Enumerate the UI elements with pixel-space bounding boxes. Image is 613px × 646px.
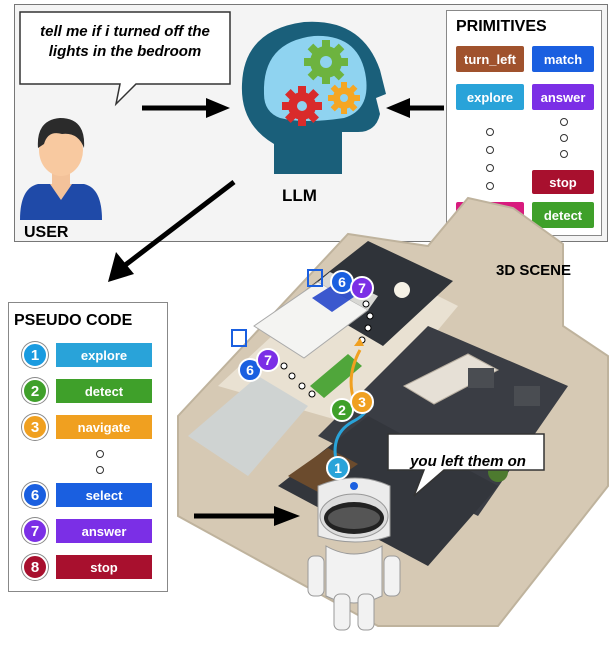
ellipsis-dot: [486, 146, 494, 154]
ellipsis-dot: [560, 134, 568, 142]
step-navigate: navigate: [56, 415, 152, 439]
ellipsis-dot: [560, 150, 568, 158]
primitive-stop: stop: [532, 170, 594, 194]
user-speech-bubble: [19, 11, 231, 107]
llm-brain-icon: [241, 21, 386, 174]
step-number: 6: [22, 482, 48, 508]
llm-label: LLM: [282, 186, 317, 205]
ellipsis-dot: [486, 128, 494, 136]
step-select: select: [56, 483, 152, 507]
user-avatar-icon: [20, 118, 102, 220]
ellipsis-dot: [486, 164, 494, 172]
3d-scene-view: [177, 196, 609, 631]
primitives-title: PRIMITIVES: [456, 18, 547, 35]
step-explore: explore: [56, 343, 152, 367]
primitive-match: match: [532, 46, 594, 72]
primitive-detect: detect: [532, 202, 594, 228]
scene-marker-3: 3: [350, 390, 374, 414]
primitive-turn-left: turn_left: [456, 46, 524, 72]
robot-speech-text: you left them on: [410, 453, 526, 470]
step-number: 1: [22, 342, 48, 368]
step-stop: stop: [56, 555, 152, 579]
ellipsis-dot: [96, 450, 104, 458]
scene-marker-7: 7: [256, 348, 280, 372]
arrow-to-robot: [194, 506, 300, 526]
arrow-primitives-to-llm: [386, 98, 444, 118]
user-label: USER: [24, 224, 69, 241]
scene-label: 3D SCENE: [496, 262, 572, 279]
user-speech-text: tell me if i turned off the lights in th…: [40, 23, 210, 60]
ellipsis-dot: [486, 182, 494, 190]
step-answer: answer: [56, 519, 152, 543]
scene-marker-1: 1: [326, 456, 350, 480]
step-detect: detect: [56, 379, 152, 403]
step-number: 2: [22, 378, 48, 404]
arrow-user-to-llm: [142, 98, 230, 118]
ellipsis-dot: [96, 466, 104, 474]
step-number: 7: [22, 518, 48, 544]
primitive-answer: answer: [532, 84, 594, 110]
ellipsis-dot: [560, 118, 568, 126]
step-number: 3: [22, 414, 48, 440]
pseudo-code-title: PSEUDO CODE: [14, 312, 133, 329]
primitive-explore: explore: [456, 84, 524, 110]
step-number: 8: [22, 554, 48, 580]
arrow-llm-to-pseudocode: [108, 180, 236, 282]
scene-marker-7-bedroom: 7: [350, 276, 374, 300]
